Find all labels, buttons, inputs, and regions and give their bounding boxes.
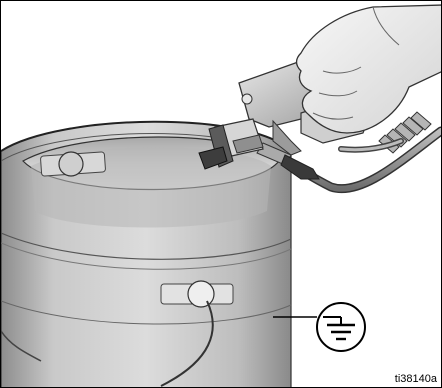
hand xyxy=(297,5,442,133)
figure-code: ti38140a xyxy=(395,373,437,385)
pail xyxy=(1,122,291,388)
